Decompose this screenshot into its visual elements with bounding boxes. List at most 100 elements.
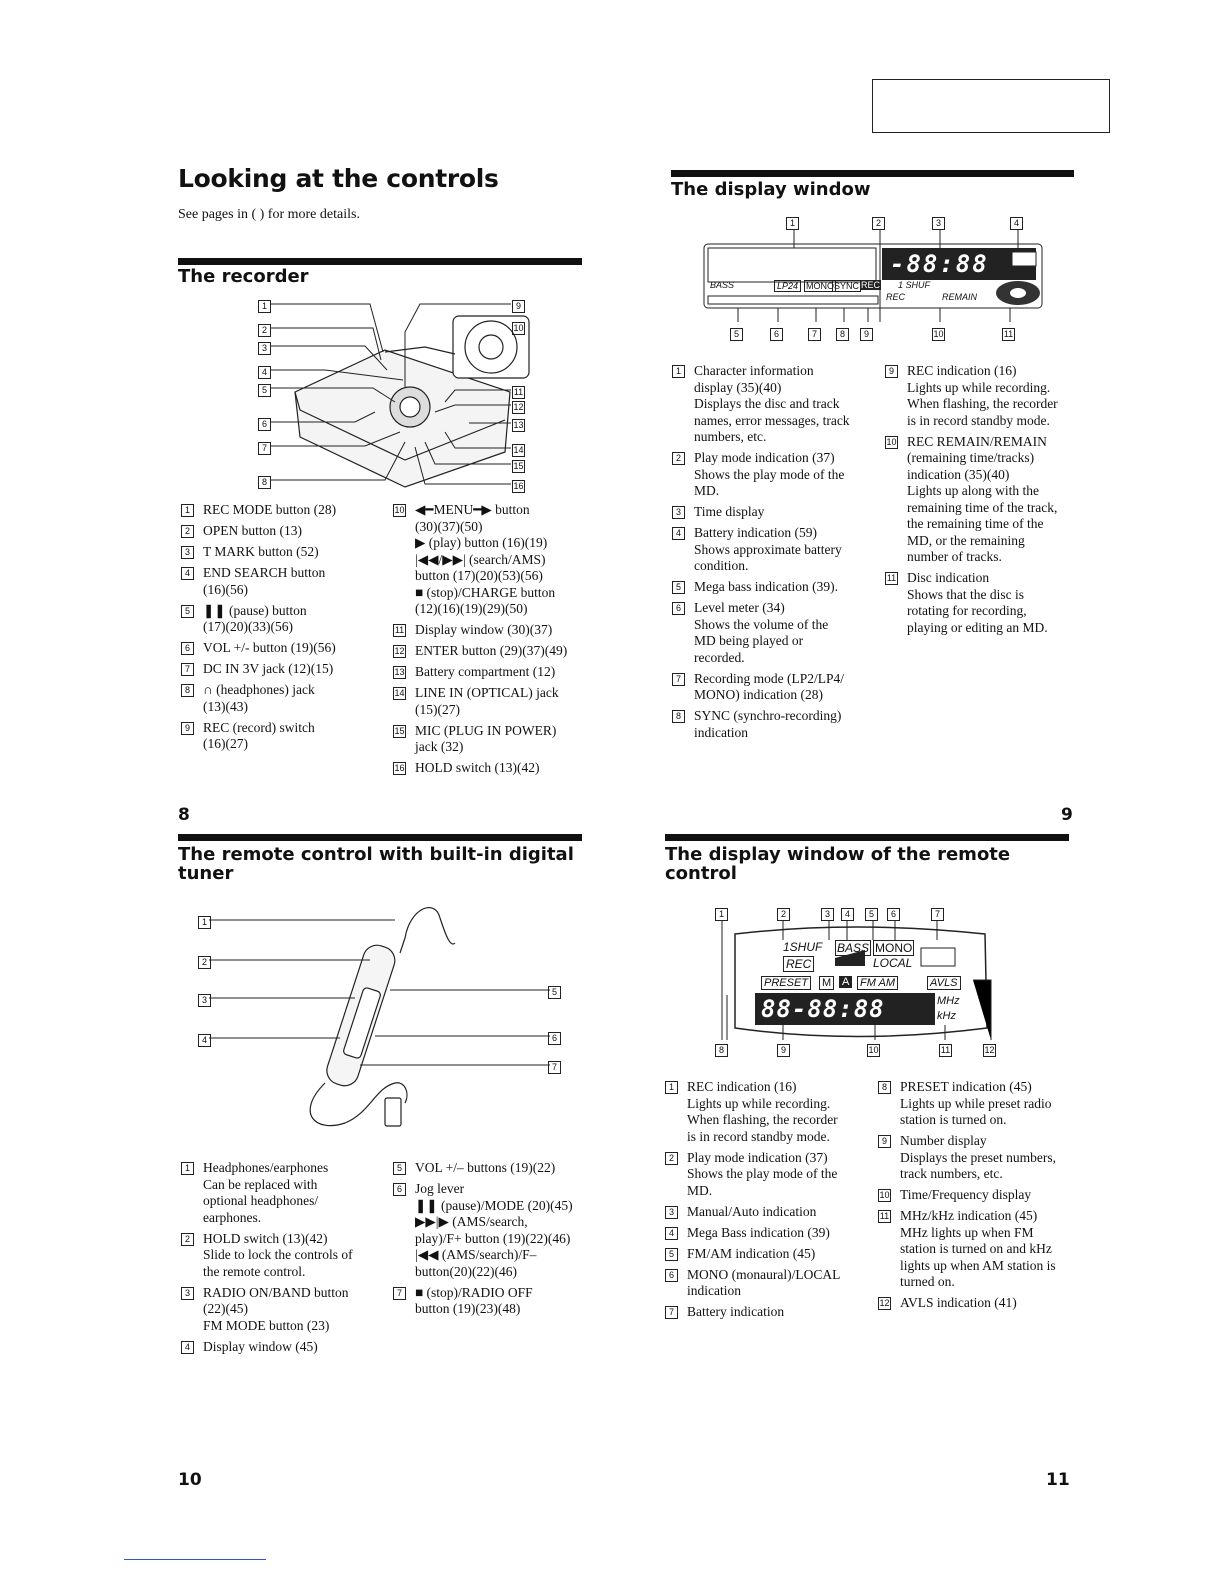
callout: 2 bbox=[198, 956, 211, 969]
callout: 11 bbox=[1002, 328, 1015, 341]
callout: 10 bbox=[512, 322, 525, 335]
recorder-list-col2: 10◀━MENU━▶ button (30)(37)(50) ▶ (play) … bbox=[393, 502, 593, 781]
callout: 1 bbox=[198, 916, 211, 929]
page-number: 9 bbox=[1061, 805, 1073, 825]
remote-illustration bbox=[209, 907, 550, 1127]
callout: 5 bbox=[730, 328, 743, 341]
callout: 9 bbox=[860, 328, 873, 341]
remote-display-title: The display window of the remote control bbox=[665, 844, 1011, 884]
lcd-digits: 88-88:88 bbox=[761, 995, 885, 1023]
display-window-title: The display window bbox=[671, 179, 871, 200]
callout: 3 bbox=[258, 342, 271, 355]
header-box bbox=[872, 79, 1110, 133]
recorder-title: The recorder bbox=[178, 266, 309, 287]
page-number: 11 bbox=[1046, 1470, 1070, 1490]
lcd-rec: REC bbox=[783, 956, 815, 972]
lcd-preset: PRESET bbox=[761, 976, 812, 990]
callout: 7 bbox=[258, 442, 271, 455]
lcd-khz: kHz bbox=[937, 1010, 956, 1022]
callout: 8 bbox=[258, 476, 271, 489]
callout: 2 bbox=[777, 908, 790, 921]
lcd-bass: BASS bbox=[835, 940, 872, 956]
callout: 11 bbox=[512, 386, 525, 399]
section-rule bbox=[178, 258, 582, 265]
lcd-m: M bbox=[819, 976, 835, 990]
callout: 4 bbox=[258, 366, 271, 379]
list-item: 7■ (stop)/RADIO OFF button (19)(23)(48) bbox=[393, 1285, 593, 1318]
section-rule bbox=[671, 170, 1074, 177]
lcd-remain: REMAIN bbox=[942, 292, 978, 302]
page-number: 8 bbox=[178, 805, 190, 825]
callout: 9 bbox=[512, 300, 525, 313]
callout: 6 bbox=[887, 908, 900, 921]
callout: 7 bbox=[548, 1061, 561, 1074]
callout: 3 bbox=[821, 908, 834, 921]
remote-display-illustration: 1SHUF REC BASS MONO LOCAL PRESET M A FM … bbox=[705, 900, 1005, 1065]
callout: 10 bbox=[932, 328, 945, 341]
callout: 6 bbox=[548, 1032, 561, 1045]
callout: 1 bbox=[258, 300, 271, 313]
callout: 12 bbox=[512, 401, 525, 414]
callout: 5 bbox=[258, 384, 271, 397]
callout: 3 bbox=[932, 217, 945, 230]
callout: 11 bbox=[939, 1044, 952, 1057]
callout: 4 bbox=[841, 908, 854, 921]
callout: 12 bbox=[983, 1044, 996, 1057]
callout: 8 bbox=[836, 328, 849, 341]
remote-title: The remote control with built-in digital… bbox=[178, 844, 574, 884]
section-rule bbox=[178, 834, 582, 841]
lcd-rec: REC bbox=[860, 280, 882, 290]
page-number: 10 bbox=[178, 1470, 202, 1490]
display-window-illustration: BASS LP24 MONO SYNC REC 1 SHUF REC REMAI… bbox=[700, 210, 1045, 345]
lcd-lp24: LP24 bbox=[774, 280, 802, 292]
page-title: Looking at the controls bbox=[178, 164, 499, 193]
callout: 6 bbox=[258, 418, 271, 431]
recorder-illustration bbox=[271, 303, 530, 488]
callout: 15 bbox=[512, 460, 525, 473]
lcd-sync: SYNC bbox=[832, 280, 862, 292]
page-subtitle: See pages in ( ) for more details. bbox=[178, 207, 360, 222]
lcd-avls: AVLS bbox=[927, 976, 961, 990]
callout: 2 bbox=[258, 324, 271, 337]
callout: 4 bbox=[1010, 217, 1023, 230]
lcd-bass: BASS bbox=[710, 280, 735, 290]
list-item: 8∩ (headphones) jack (13)(43) bbox=[181, 682, 381, 715]
